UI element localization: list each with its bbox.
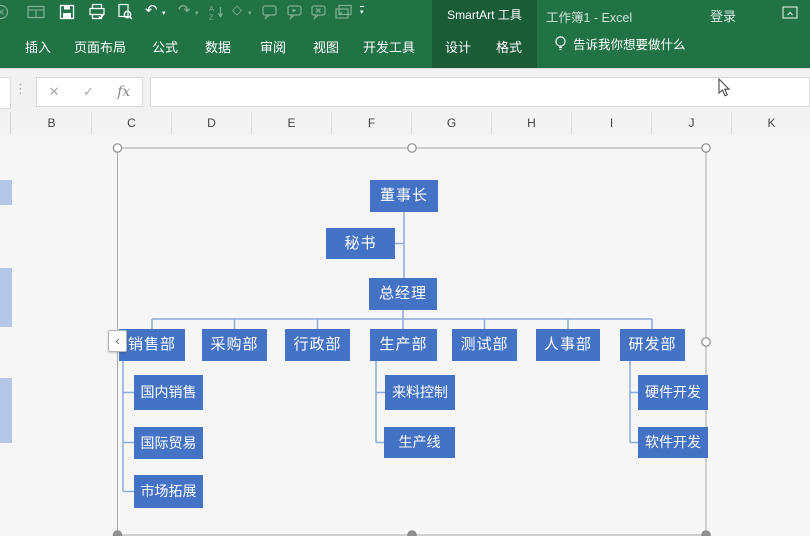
column-header-D[interactable]: D	[172, 112, 252, 134]
org-node-software-dev[interactable]: 软件开发	[638, 427, 708, 458]
clipped-shape-left-2	[0, 268, 12, 327]
comment-delete-icon[interactable]	[310, 3, 328, 26]
undo-dropdown-icon[interactable]: ▾	[162, 10, 166, 17]
shape-icon[interactable]: ◇	[232, 2, 242, 17]
formula-bar-row: ⋮ ✕ ✓ fx	[0, 68, 810, 113]
svg-text:A: A	[209, 4, 214, 13]
save-icon[interactable]	[59, 3, 75, 26]
org-node-incoming-material-control[interactable]: 来料控制	[385, 375, 455, 410]
tell-me-box[interactable]: 告诉我你想要做什么	[553, 34, 686, 53]
org-node-production-line[interactable]: 生产线	[384, 427, 455, 458]
window-layout-icon[interactable]	[26, 3, 46, 26]
column-header-row: B C D E F G H I J K	[0, 112, 810, 135]
switch-windows-icon[interactable]	[334, 3, 354, 26]
comment-next-icon[interactable]	[286, 3, 304, 26]
shape-dropdown-icon[interactable]: ▾	[248, 10, 252, 17]
comment-icon[interactable]	[261, 3, 279, 26]
row-header-corner	[0, 112, 11, 134]
tab-insert[interactable]: 插入	[25, 40, 52, 55]
contextual-tool-label: SmartArt 工具	[447, 8, 522, 22]
org-node-admin-dept[interactable]: 行政部	[285, 329, 350, 361]
svg-text:Z: Z	[209, 13, 214, 22]
sign-in-button[interactable]: 登录	[710, 9, 737, 24]
tab-page-layout[interactable]: 页面布局	[74, 40, 127, 55]
tab-data[interactable]: 数据	[205, 40, 232, 55]
tell-me-label: 告诉我你想要做什么	[573, 38, 686, 52]
redo-dropdown-icon[interactable]: ▾	[195, 10, 199, 17]
mouse-cursor	[718, 78, 731, 97]
column-header-K[interactable]: K	[732, 112, 810, 134]
document-title: 工作簿1 - Excel	[546, 11, 633, 25]
org-node-international-trade[interactable]: 国际贸易	[134, 427, 203, 459]
tab-developer[interactable]: 开发工具	[363, 40, 416, 55]
contextual-tab-group: SmartArt 工具 设计 格式	[432, 0, 537, 68]
formula-input[interactable]	[150, 77, 810, 107]
redo-icon[interactable]: ↷	[178, 2, 191, 19]
org-node-rd-dept[interactable]: 研发部	[620, 329, 685, 361]
org-node-market-expansion[interactable]: 市场拓展	[134, 475, 203, 508]
org-node-chairman[interactable]: 董事长	[370, 180, 438, 212]
ribbon-display-options-icon[interactable]	[782, 5, 798, 25]
customize-qat-icon[interactable]: ▾	[360, 6, 364, 16]
org-node-testing-dept[interactable]: 测试部	[452, 329, 517, 361]
enter-icon[interactable]: ✓	[82, 84, 94, 99]
clipped-shape-left-3	[0, 378, 12, 443]
clipped-shape-left-1	[0, 180, 12, 205]
column-header-I[interactable]: I	[572, 112, 652, 134]
org-node-hr-dept[interactable]: 人事部	[536, 329, 600, 361]
org-node-production-dept[interactable]: 生产部	[370, 329, 437, 361]
column-header-G[interactable]: G	[412, 112, 492, 134]
text-pane-toggle-button[interactable]: ‹	[108, 330, 127, 352]
tab-format[interactable]: 格式	[496, 40, 523, 55]
column-header-E[interactable]: E	[252, 112, 332, 134]
window-close-partial-icon[interactable]	[0, 3, 10, 26]
tab-view[interactable]: 视图	[313, 40, 340, 55]
column-header-H[interactable]: H	[492, 112, 572, 134]
insert-function-icon[interactable]: fx	[117, 84, 131, 100]
org-node-hardware-dev[interactable]: 硬件开发	[638, 375, 708, 410]
formula-bar-grip-icon[interactable]: ⋮	[14, 81, 27, 96]
lightbulb-icon	[555, 36, 566, 51]
formula-buttons: ✕ ✓ fx	[36, 77, 143, 107]
org-node-purchasing-dept[interactable]: 采购部	[202, 329, 267, 361]
column-header-B[interactable]: B	[12, 112, 92, 134]
print-icon[interactable]	[88, 3, 106, 26]
org-node-assistant[interactable]: 秘书	[326, 228, 395, 259]
undo-icon[interactable]: ↶	[145, 2, 158, 19]
column-header-F[interactable]: F	[332, 112, 412, 134]
name-box[interactable]	[0, 77, 11, 109]
org-node-general-manager[interactable]: 总经理	[369, 278, 437, 310]
tab-design[interactable]: 设计	[445, 40, 472, 55]
tab-review[interactable]: 审阅	[260, 40, 287, 55]
org-node-domestic-sales[interactable]: 国内销售	[134, 375, 203, 410]
cancel-icon[interactable]: ✕	[48, 84, 60, 99]
tab-formulas[interactable]: 公式	[152, 40, 179, 55]
column-header-C[interactable]: C	[92, 112, 172, 134]
column-header-J[interactable]: J	[652, 112, 732, 134]
print-preview-icon[interactable]	[117, 3, 133, 26]
org-node-sales-dept[interactable]: 销售部	[119, 329, 185, 361]
